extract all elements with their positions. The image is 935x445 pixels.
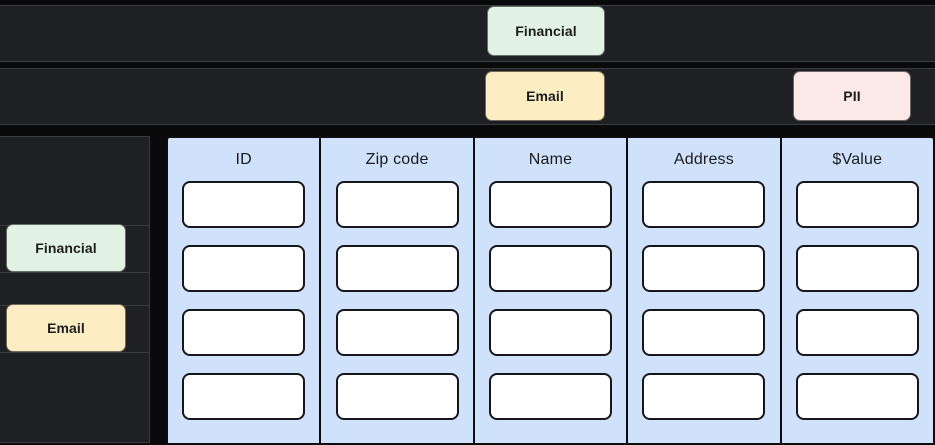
column-cells (168, 181, 319, 420)
column-cells (321, 181, 472, 420)
sidebar-panel (0, 136, 150, 443)
table-column-name: Name (475, 138, 629, 443)
table-column-value: $Value (782, 138, 933, 443)
table-cell[interactable] (795, 245, 919, 292)
table-column-zip-code: Zip code (321, 138, 475, 443)
table-cell[interactable] (182, 309, 306, 356)
table-cell[interactable] (335, 373, 459, 420)
table-cell[interactable] (489, 373, 613, 420)
table-cell[interactable] (335, 245, 459, 292)
table-cell[interactable] (642, 373, 766, 420)
table-cell[interactable] (489, 245, 613, 292)
column-header: Zip code (365, 151, 429, 168)
column-header: Name (528, 151, 573, 168)
column-cells (475, 181, 626, 420)
table-column-id: ID (168, 138, 322, 443)
top-row-2[interactable] (0, 68, 935, 125)
table-cell[interactable] (182, 373, 306, 420)
table-cell[interactable] (642, 181, 766, 228)
table-cell[interactable] (489, 309, 613, 356)
table-cell[interactable] (335, 309, 459, 356)
table-cell[interactable] (795, 309, 919, 356)
tag-email-top[interactable]: Email (485, 71, 605, 121)
column-header: ID (235, 151, 252, 168)
tag-financial-top[interactable]: Financial (487, 6, 605, 56)
table-cell[interactable] (795, 181, 919, 228)
column-header: $Value (832, 151, 883, 168)
table-cell[interactable] (642, 309, 766, 356)
sidebar-item-financial[interactable]: Financial (6, 224, 126, 272)
sidebar-item-email[interactable]: Email (6, 304, 126, 352)
table-cell[interactable] (489, 181, 613, 228)
column-header: Address (673, 151, 734, 168)
data-table: ID Zip code Name Address $Value (166, 136, 935, 445)
table-cell[interactable] (182, 181, 306, 228)
table-cell[interactable] (642, 245, 766, 292)
table-cell[interactable] (795, 373, 919, 420)
table-cell[interactable] (182, 245, 306, 292)
table-column-address: Address (628, 138, 782, 443)
tag-pii-top[interactable]: PII (793, 71, 911, 121)
column-cells (782, 181, 933, 420)
top-row-1[interactable] (0, 5, 935, 62)
table-cell[interactable] (335, 181, 459, 228)
column-cells (628, 181, 779, 420)
